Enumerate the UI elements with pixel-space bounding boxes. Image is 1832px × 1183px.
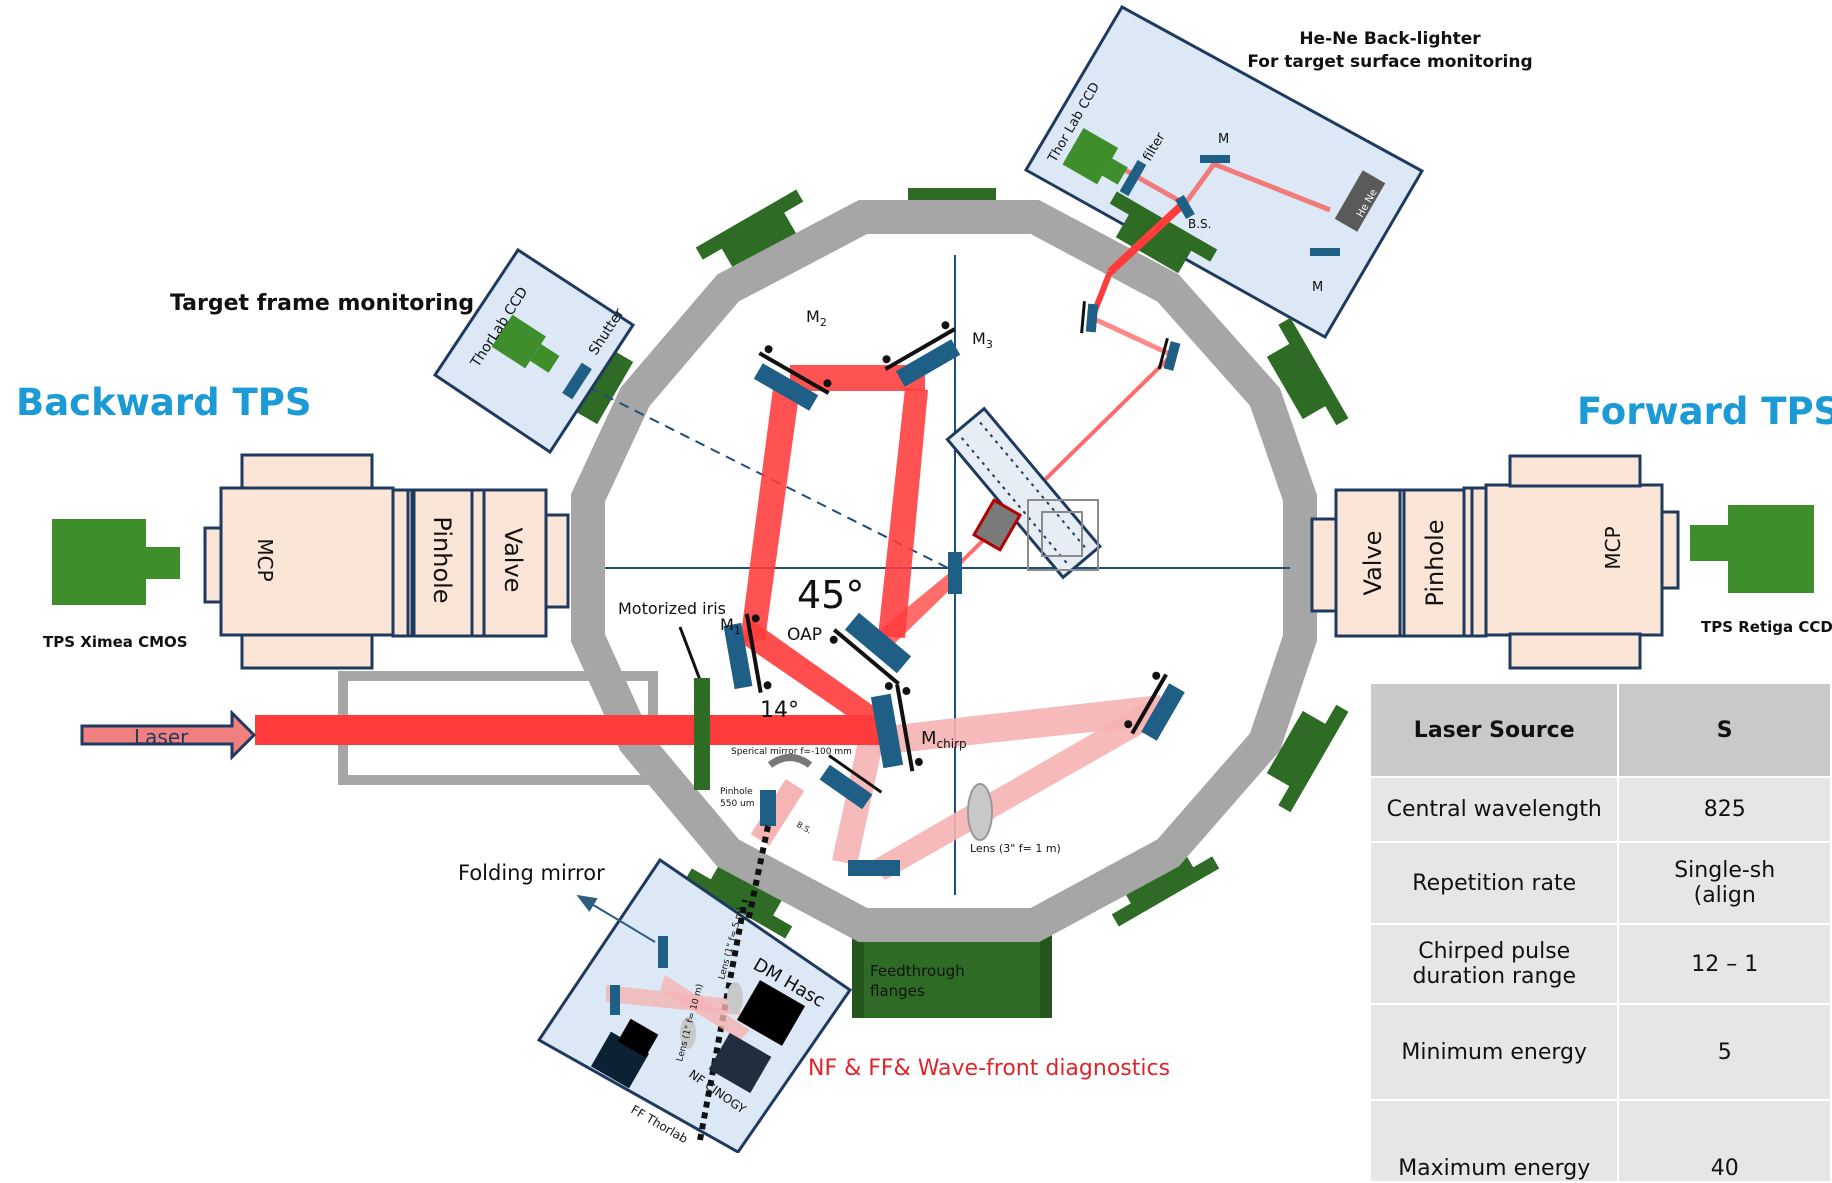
laser-label: Laser xyxy=(134,725,189,749)
mcp-right-label: MCP xyxy=(1601,526,1625,569)
oap-label: OAP xyxy=(787,625,822,645)
forward-tps-title: Forward TPS xyxy=(1577,390,1832,433)
table-row: Chirped pulse duration range 12 – 1 xyxy=(1368,923,1832,1005)
table-row: Minimum energy 5 xyxy=(1368,1003,1832,1101)
table-cell: 12 – 1 xyxy=(1617,923,1832,1005)
table-row: Maximum energy 40 xyxy=(1368,1099,1832,1183)
angle-45-label: 45° xyxy=(797,573,864,617)
feedthrough-label-2: flanges xyxy=(870,982,925,1000)
backlighter-title-1: He-Ne Back-lighter xyxy=(1299,29,1481,49)
table-cell: 40 xyxy=(1617,1099,1832,1183)
table-header-laser-source: Laser Source xyxy=(1368,682,1620,778)
m3-label: M3 xyxy=(972,329,993,351)
mirror-lower-2 xyxy=(848,860,900,876)
mirror-m1 xyxy=(723,613,772,693)
mirror-right xyxy=(1124,671,1185,741)
target-frame-panel xyxy=(432,247,636,455)
pinhole-550b-label: 550 um xyxy=(720,799,755,809)
table-cell: Central wavelength xyxy=(1368,776,1620,843)
table-cell: Single-sh (align xyxy=(1617,841,1832,925)
lens-icon xyxy=(967,783,993,841)
folding-mirror-label: Folding mirror xyxy=(458,861,605,885)
table-cell: Chirped pulse duration range xyxy=(1368,923,1620,1005)
chamber-diagram: Backward TPS Forward TPS Target frame mo… xyxy=(16,4,1832,1153)
table-cell: 825 xyxy=(1617,776,1832,843)
mirror-mchirp xyxy=(870,684,923,772)
table-header-second: S xyxy=(1617,682,1832,778)
table-cell: Repetition rate xyxy=(1368,841,1620,925)
valve-left-label: Valve xyxy=(499,528,527,593)
lens-3in-label: Lens (3" f= 1 m) xyxy=(970,842,1061,855)
mirror-small-1 xyxy=(1080,301,1099,334)
diagnostics-panel xyxy=(536,857,853,1153)
motorized-iris-label: Motorized iris xyxy=(618,599,726,618)
backward-tps-title: Backward TPS xyxy=(16,381,311,424)
angle-14-label: 14° xyxy=(760,698,799,723)
target-frame-monitoring-label: Target frame monitoring xyxy=(170,291,474,316)
m-top1-label: M xyxy=(1218,132,1229,147)
table-row: Repetition rate Single-sh (align xyxy=(1368,841,1832,925)
mirror-oap xyxy=(829,612,912,691)
motorized-iris-icon xyxy=(678,626,710,790)
mirror-small-2 xyxy=(1157,337,1181,371)
pinhole-left-label: Pinhole xyxy=(428,516,456,603)
feedthrough-label-1: Feedthrough xyxy=(870,962,965,980)
forward-tps-detector xyxy=(1310,454,1814,670)
spherical-mirror-icon xyxy=(767,754,813,768)
target-holder xyxy=(945,406,1102,594)
laser-parameters-table: Laser Source S Central wavelength 825 Re… xyxy=(1368,682,1832,1183)
vacuum-chamber xyxy=(571,200,1317,942)
table-cell: Minimum energy xyxy=(1368,1003,1620,1101)
pinhole-550-label: Pinhole xyxy=(720,787,753,797)
bs-top-label: B.S. xyxy=(1188,217,1211,231)
mchirp-label: Mchirp xyxy=(921,728,967,751)
mirror-m3 xyxy=(882,321,961,387)
table-row: Central wavelength 825 xyxy=(1368,776,1832,843)
nf-ff-label: NF & FF& Wave-front diagnostics xyxy=(808,1056,1170,1081)
valve-right-label: Valve xyxy=(1359,531,1387,596)
m1-label: M1 xyxy=(720,615,741,637)
backward-tps-detector xyxy=(52,453,570,670)
pinhole-right-label: Pinhole xyxy=(1421,519,1449,606)
backlighter-components xyxy=(1062,127,1386,256)
sight-line xyxy=(573,379,949,569)
mirror-lower-1 xyxy=(819,754,883,810)
mcp-left-label: MCP xyxy=(253,538,277,581)
m2-label: M2 xyxy=(806,307,827,329)
retiga-label: TPS Retiga CCD xyxy=(1701,618,1832,636)
spherical-mirror-label: Sperical mirror f=-100 mm xyxy=(731,747,852,757)
table-cell: 5 xyxy=(1617,1003,1832,1101)
laser-input-arrow[interactable] xyxy=(80,709,257,761)
mirror-m2 xyxy=(753,345,832,411)
m-top2-label: M xyxy=(1312,280,1323,295)
table-cell: Maximum energy xyxy=(1368,1099,1620,1183)
ximea-label: TPS Ximea CMOS xyxy=(43,633,188,651)
backlighter-title-2: For target surface monitoring xyxy=(1247,52,1532,72)
